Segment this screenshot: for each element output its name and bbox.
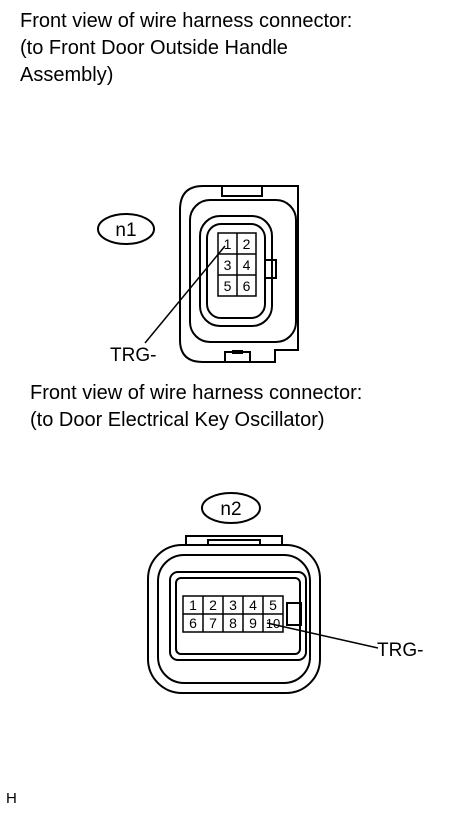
connector-n2-cavity <box>169 571 307 661</box>
connector-n2-pin: 8 <box>229 615 237 631</box>
connector-n1-id-label: n1 <box>115 220 136 241</box>
connector-n2-pin: 2 <box>209 597 217 613</box>
connector-n2-pin: 1 <box>189 597 197 613</box>
connector-n2-pin: 7 <box>209 615 217 631</box>
connector-n2-pin: 4 <box>249 597 257 613</box>
connector-n2-top-latch-inner <box>207 539 261 545</box>
connector-n2-pin: 9 <box>249 615 257 631</box>
connector-n2-id-label: n2 <box>220 499 241 520</box>
connector-n1-lock-tab <box>265 259 277 279</box>
connector-n2-callout-line <box>266 622 379 649</box>
connector-n1-callout-label: TRG- <box>110 345 156 366</box>
caption-front-door-handle-connector: Front view of wire harness connector: (t… <box>20 10 353 86</box>
connector-n1-cavity-ring <box>199 215 273 327</box>
connector-n1-id-badge <box>97 213 155 245</box>
caption-door-key-oscillator-connector: Front view of wire harness connector: (t… <box>30 382 363 431</box>
connector-n1-top-latch <box>221 186 263 197</box>
connector-n2-inner-wall <box>157 554 311 684</box>
connector-n2-pin: 10 <box>266 616 280 631</box>
connector-n2-pin: 3 <box>229 597 237 613</box>
connector-n1-pin: 3 <box>224 257 232 273</box>
connector-n1-housing <box>179 185 299 363</box>
figure-code: H <box>6 790 17 807</box>
connector-n2-housing <box>147 544 321 694</box>
connector-n1-pin: 5 <box>224 278 232 294</box>
connector-n1-callout-line <box>144 245 226 344</box>
connector-n2-key-slot <box>286 602 302 626</box>
connector-n1-pin: 2 <box>243 236 251 252</box>
connector-n2-top-latch-outer <box>185 535 283 545</box>
connector-n2-pin: 6 <box>189 615 197 631</box>
connector-n1-inner-wall <box>189 199 297 343</box>
connector-n2: n2 1 2 3 4 5 6 7 8 9 <box>147 492 423 694</box>
connector-n2-pin: 5 <box>269 597 277 613</box>
connector-n2-id-badge <box>201 492 261 524</box>
connector-n1-pin-grid <box>217 232 257 297</box>
connector-n1-cavity <box>206 223 266 319</box>
connector-n1-pin: 1 <box>224 236 232 252</box>
connector-n2-callout-label: TRG- <box>377 640 423 661</box>
connector-n1-pin: 6 <box>243 278 251 294</box>
connector-n1-pin: 4 <box>243 257 251 273</box>
connector-n1: n1 1 2 3 4 5 6 TRG- <box>97 185 299 366</box>
connector-n2-pin-grid <box>182 595 284 633</box>
